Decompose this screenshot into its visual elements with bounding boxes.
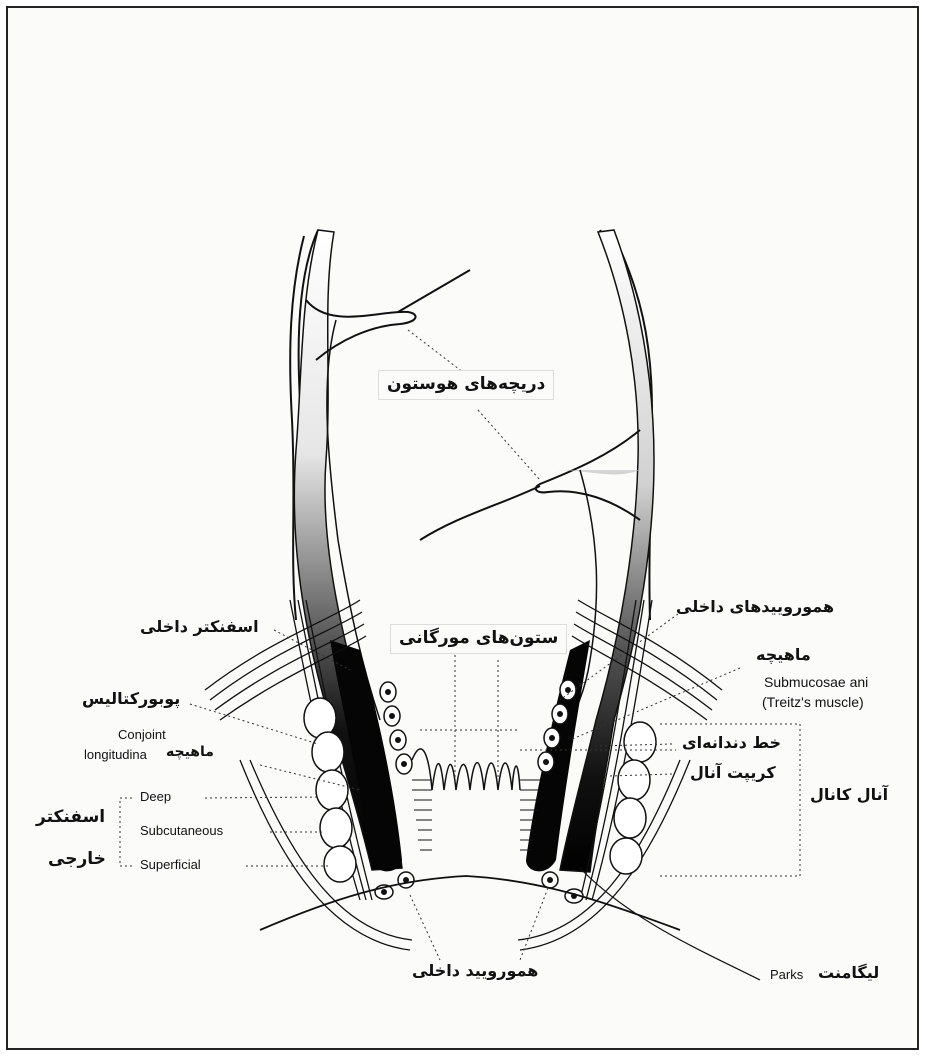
anal-canal-label: آنال کانال: [810, 786, 888, 804]
superficial-label: Superficial: [140, 858, 201, 873]
treitz-muscle-label: (Treitz's muscle): [762, 694, 864, 710]
muscle-label-right: ماهیچه: [756, 646, 811, 664]
internal-sphincter-label: اسفنکتر داخلی: [140, 618, 259, 636]
internal-hemorrhoids-label: هموروییدهای داخلی: [676, 598, 834, 616]
internal-hemorrhoid-label: همورویید داخلی: [412, 962, 538, 980]
subcutaneous-label: Subcutaneous: [140, 824, 223, 839]
longitudina-label: longitudina: [84, 748, 147, 763]
anal-canal-striations: [412, 780, 540, 850]
muscle-label-left: ماهیچه: [166, 744, 214, 760]
external-sphincter-bracket: [120, 798, 132, 866]
external-sphincter-label-1: اسفنکتر: [36, 808, 105, 828]
external-sphincter-label-2: خارجی: [48, 850, 106, 870]
houston-valve-lower: [420, 430, 640, 540]
deep-label: Deep: [140, 790, 171, 805]
puborectalis-label: پوبورکتالیس: [82, 690, 180, 708]
anal-columns: [432, 763, 520, 790]
morgagni-columns-label: ستون‌های مورگانی: [390, 624, 567, 654]
parks-ligament-pointer: [580, 868, 760, 980]
ligament-label: لیگامنت: [818, 964, 879, 982]
houston-valves-label: دریچه‌های هوستون: [378, 370, 554, 400]
dentate-line-label: خط دندانه‌ای: [682, 734, 781, 752]
anal-crypt-label: کریپت آنال: [690, 764, 776, 782]
submucosae-ani-label: Submucosae ani: [764, 674, 868, 690]
conjoint-label: Conjoint: [118, 728, 166, 743]
parks-label: Parks: [770, 968, 803, 983]
